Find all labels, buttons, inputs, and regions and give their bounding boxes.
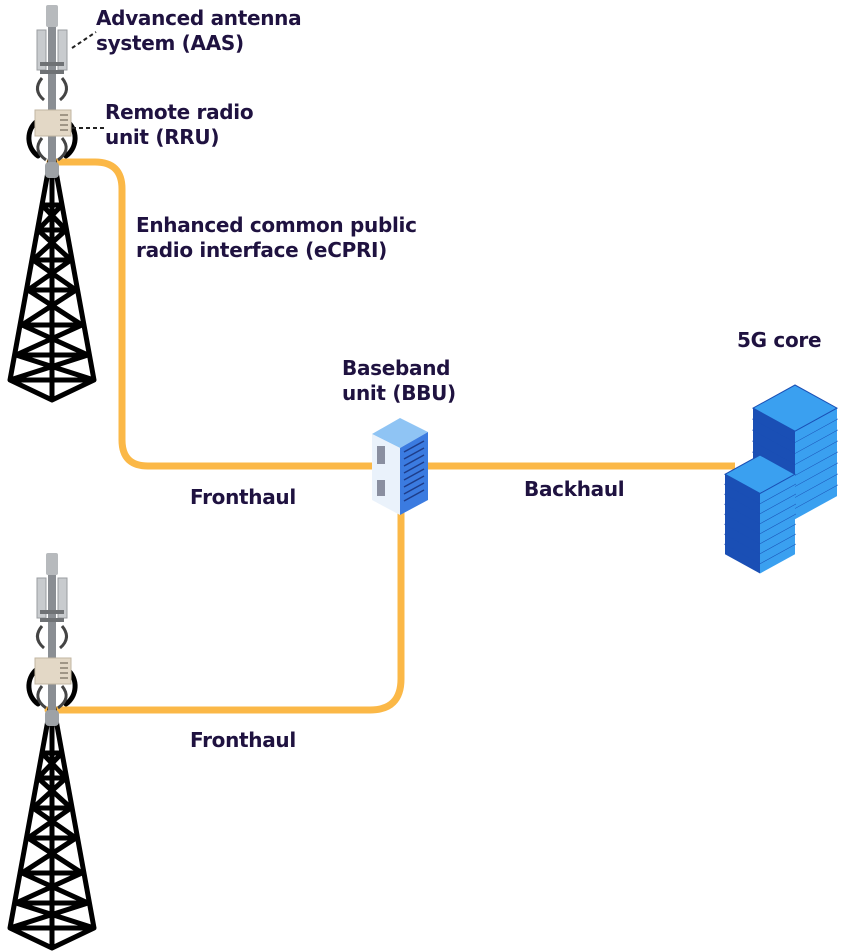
- server-slab-top: [723, 454, 797, 495]
- server-slab: [725, 514, 760, 544]
- rru-label: Remote radio unit (RRU): [105, 100, 254, 150]
- aas-label: Advanced antenna system (AAS): [96, 6, 302, 56]
- server-slab: [795, 463, 837, 498]
- aas-label-line: system (AAS): [96, 31, 244, 55]
- server-slab: [760, 534, 795, 564]
- ecpri-label-line: Enhanced common public: [136, 213, 417, 237]
- server-slab: [795, 419, 837, 454]
- server-slab: [725, 534, 760, 564]
- server-slab: [753, 408, 795, 443]
- server-rack-icon: [372, 418, 428, 515]
- server-slab: [725, 504, 760, 534]
- server-slab: [795, 452, 837, 487]
- server-slab: [760, 524, 795, 554]
- backhaul-label: Backhaul: [524, 477, 625, 501]
- rru-label-line: Remote radio: [105, 100, 254, 124]
- core-label: 5G core: [737, 328, 822, 352]
- bbu-label-line: unit (BBU): [342, 381, 456, 405]
- server-slab: [760, 504, 795, 534]
- server-slab-top: [751, 384, 839, 432]
- server-slab: [725, 484, 760, 514]
- server-slab: [795, 474, 837, 509]
- bbu-label: Baseband unit (BBU): [342, 356, 456, 406]
- antenna-mast-icon: [33, 551, 73, 728]
- server-slab: [760, 544, 795, 574]
- antenna-mast-icon: [33, 3, 73, 180]
- aas-leader-line: [71, 31, 97, 49]
- fronthaul-cable-top: [46, 158, 384, 470]
- server-slab: [795, 441, 837, 476]
- rru-label-line: unit (RRU): [105, 125, 220, 149]
- server-slab: [753, 441, 795, 476]
- fronthaul-bottom-label: Fronthaul: [190, 728, 296, 752]
- server-slab: [725, 544, 760, 574]
- server-slab: [753, 419, 795, 454]
- server-slab: [760, 494, 795, 524]
- ecpri-label: Enhanced common public radio interface (…: [136, 213, 417, 263]
- server-slab: [725, 474, 760, 504]
- server-slab: [725, 494, 760, 524]
- ecpri-label-line: radio interface (eCPRI): [136, 238, 388, 262]
- bbu-label-line: Baseband: [342, 356, 451, 380]
- server-slab: [760, 514, 795, 544]
- fronthaul-cable-bottom: [44, 506, 405, 714]
- server-slab: [760, 484, 795, 514]
- server-slab: [795, 408, 837, 443]
- server-slab: [753, 430, 795, 465]
- server-slab: [795, 430, 837, 465]
- core-servers-icon: [723, 384, 839, 574]
- server-slab: [795, 485, 837, 520]
- server-slab: [725, 524, 760, 554]
- aas-label-line: Advanced antenna: [96, 6, 302, 30]
- server-slab: [760, 474, 795, 504]
- fronthaul-top-label: Fronthaul: [190, 485, 296, 509]
